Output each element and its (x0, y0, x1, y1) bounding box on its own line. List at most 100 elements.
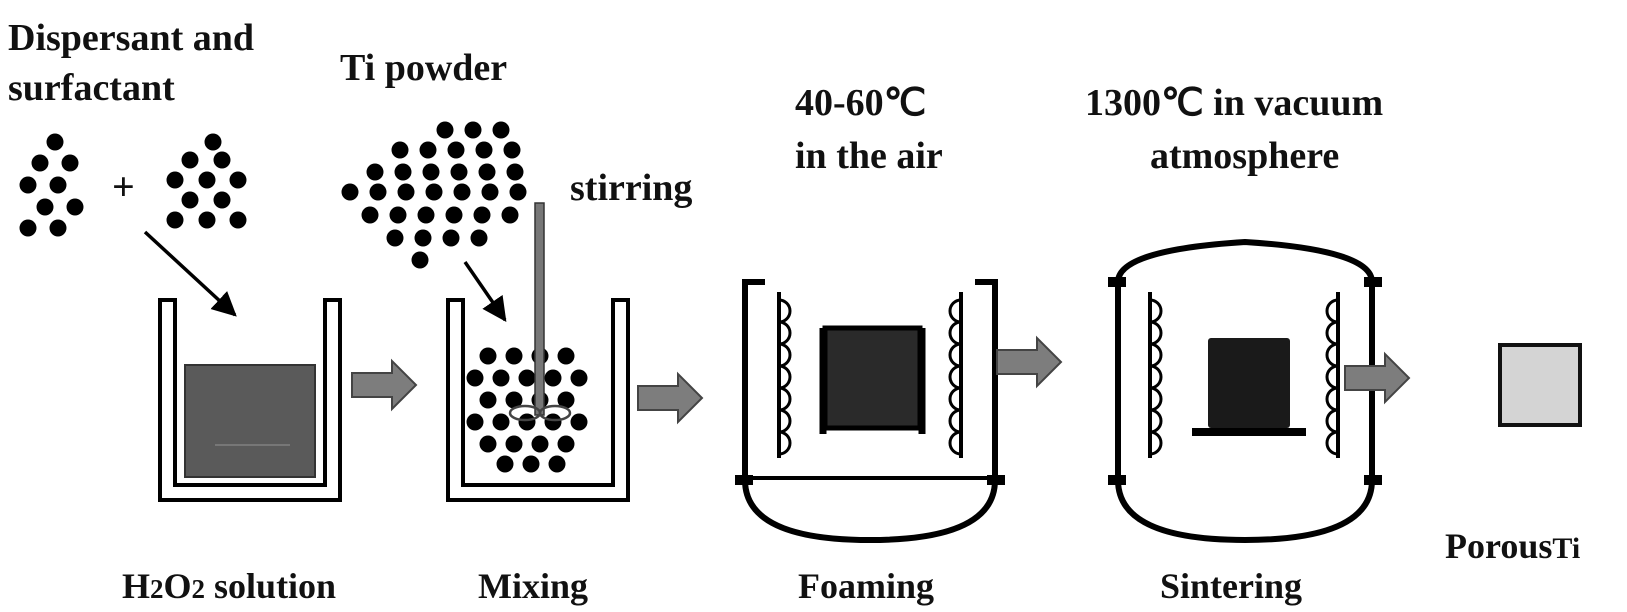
stirring-label: stirring (570, 167, 692, 209)
particle (166, 171, 184, 189)
particle (522, 455, 540, 473)
process-arrows (351, 335, 1411, 425)
particle (414, 229, 432, 247)
particle (425, 183, 443, 201)
particle (570, 369, 588, 387)
ti-powder-particles (341, 121, 527, 269)
particle (453, 183, 471, 201)
step-label-sintering: Sintering (1160, 566, 1302, 606)
particle (19, 219, 37, 237)
particle (557, 435, 575, 453)
heating-coil-right (948, 292, 963, 458)
particle (31, 154, 49, 172)
pour-arrow-2 (463, 261, 507, 323)
step-label-mixing: Mixing (478, 566, 588, 606)
mixing-beaker (446, 202, 630, 502)
mixed-slurry-particles (466, 347, 588, 473)
sintering-furnace (1108, 238, 1382, 544)
particle (422, 163, 440, 181)
particle (445, 206, 463, 224)
particle (213, 151, 231, 169)
particle (181, 191, 199, 209)
particle (49, 176, 67, 194)
particle (505, 391, 523, 409)
foaming-crucible (822, 325, 923, 431)
particle (466, 369, 484, 387)
process-arrow (351, 358, 418, 412)
heating-coil-left (1148, 292, 1163, 458)
particle (61, 154, 79, 172)
particle (479, 435, 497, 453)
particle (481, 183, 499, 201)
particle (386, 229, 404, 247)
particle (369, 183, 387, 201)
stirring-rod (534, 202, 545, 416)
particle (496, 455, 514, 473)
heating-coil-left (777, 292, 792, 458)
plus-sign: + (112, 164, 135, 209)
particle (411, 251, 429, 269)
particle (436, 121, 454, 139)
particle (503, 141, 521, 159)
particle (466, 413, 484, 431)
particle (361, 206, 379, 224)
particle (492, 369, 510, 387)
sintering-temperature: 1300℃ in vacuum (1085, 82, 1383, 124)
porous-ti-product (1498, 343, 1582, 427)
particle (229, 211, 247, 229)
step-label-solution: H2O2 solution (122, 566, 336, 606)
step-label-foaming: Foaming (798, 566, 934, 606)
particle (479, 347, 497, 365)
particle (204, 133, 222, 151)
particle (492, 413, 510, 431)
particle (166, 211, 184, 229)
particle (570, 413, 588, 431)
particle (213, 191, 231, 209)
particle (417, 206, 435, 224)
particle (19, 176, 37, 194)
particle (66, 198, 84, 216)
sintering-environment: atmosphere (1150, 135, 1339, 177)
process-arrow (637, 371, 704, 425)
foaming-temperature: 40-60℃ (795, 82, 926, 124)
dispersant-label-line1: Dispersant and (8, 17, 254, 59)
ti-powder-label: Ti powder (340, 47, 507, 89)
particle (473, 206, 491, 224)
particle (46, 133, 64, 151)
particle (450, 163, 468, 181)
particle (341, 183, 359, 201)
particle (557, 391, 575, 409)
particle (557, 347, 575, 365)
particle (391, 141, 409, 159)
particle (464, 121, 482, 139)
particle (447, 141, 465, 159)
particle (419, 141, 437, 159)
particle (36, 198, 54, 216)
foaming-conditions: 40-60℃ in the air (795, 82, 943, 177)
sintering-crucible (1208, 338, 1290, 428)
particle (505, 347, 523, 365)
particle (506, 163, 524, 181)
particle (544, 413, 562, 431)
particle (389, 206, 407, 224)
particle (478, 163, 496, 181)
pour-arrow-1 (143, 230, 237, 317)
heating-coil-right (1325, 292, 1340, 458)
surfactant-particles (166, 133, 247, 229)
particle (505, 435, 523, 453)
solution-liquid (184, 364, 316, 478)
particle (442, 229, 460, 247)
particle (475, 141, 493, 159)
process-arrow (996, 335, 1063, 389)
dispersant-particles (19, 133, 84, 237)
sintering-conditions: 1300℃ in vacuum atmosphere (1085, 82, 1383, 177)
particle (229, 171, 247, 189)
stirrer-blade-right (538, 404, 572, 422)
particle (531, 435, 549, 453)
particle (479, 391, 497, 409)
particle (181, 151, 199, 169)
particle (366, 163, 384, 181)
particle (198, 211, 216, 229)
particle (501, 206, 519, 224)
